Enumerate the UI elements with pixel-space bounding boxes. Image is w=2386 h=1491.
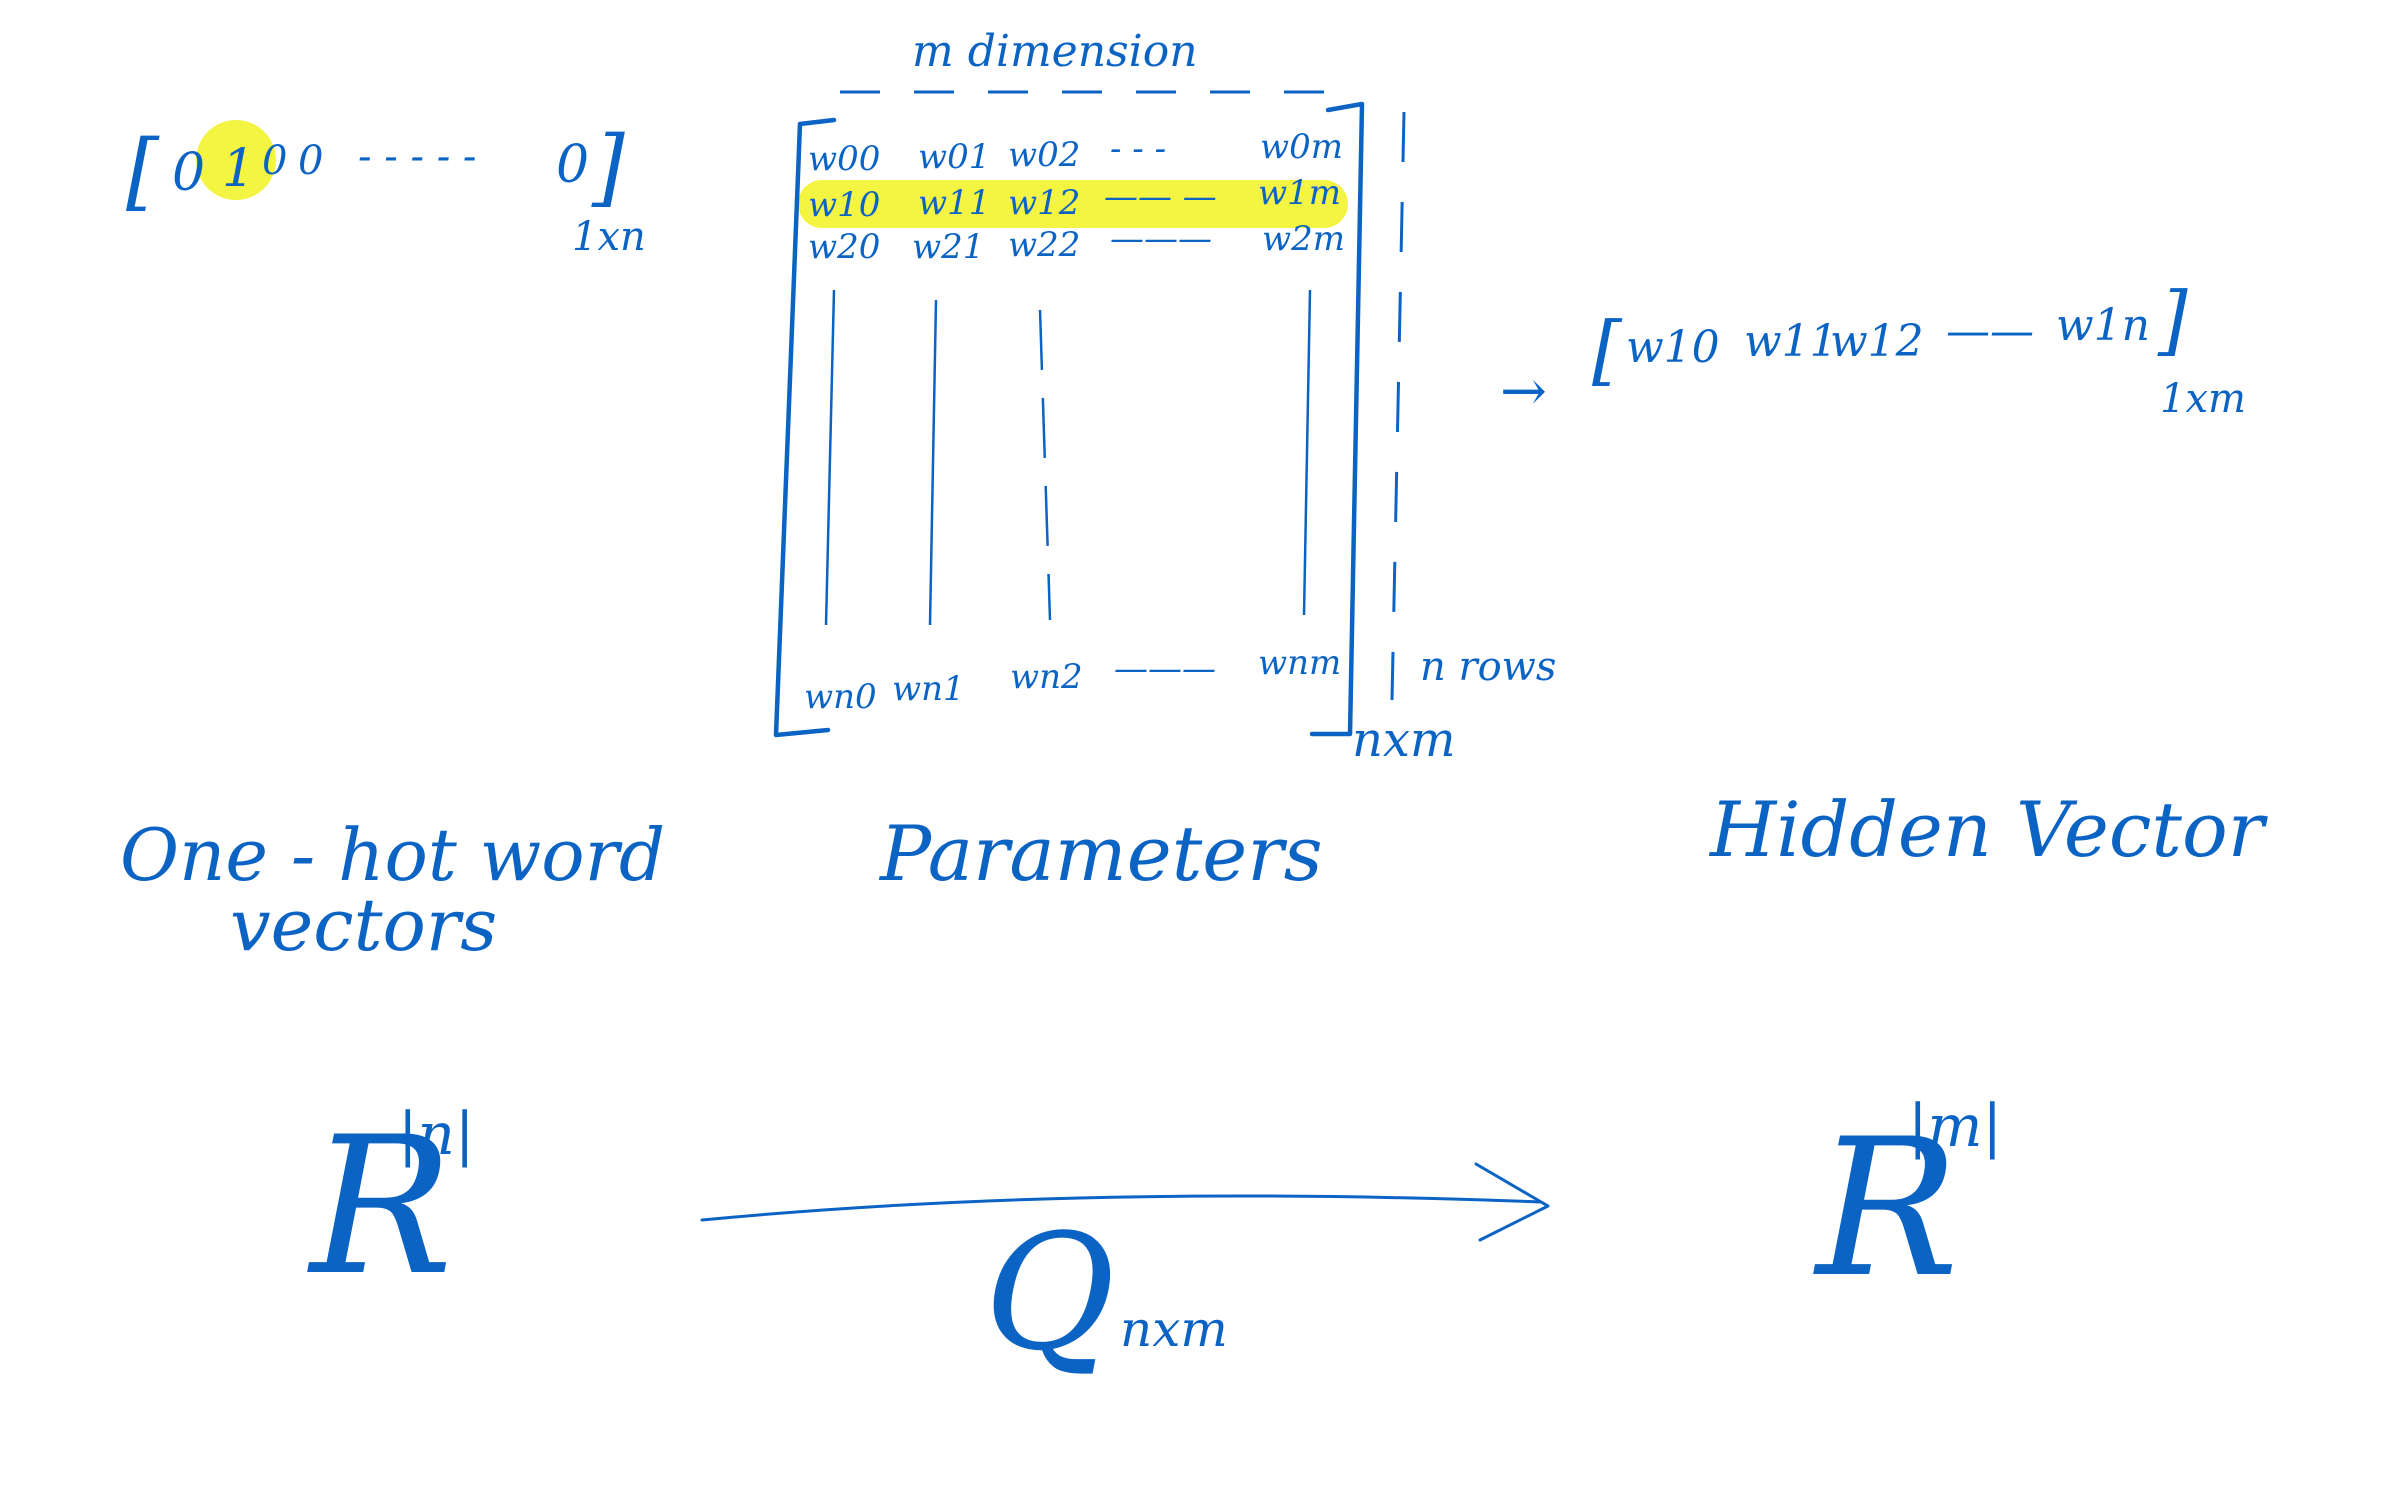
matrix-highlighted-row-marker (798, 180, 1348, 228)
matrix-row-2: w20 w21 w22 ——— w2m (808, 219, 1345, 267)
codomain-space-symbol: R (1813, 1098, 1959, 1319)
hidden-vector: → [ w10 w11 w12 —— w1n ] 1xm (1500, 275, 2246, 424)
matrix-rows-label: n rows (1420, 644, 1556, 690)
one-hot-label-line1: One - hot word (120, 813, 665, 897)
parameters-label: Parameters (878, 809, 1323, 898)
mapping-equation: R |n| Q nxm R |m| (307, 1092, 2002, 1386)
one-hot-open-bracket: [ (126, 122, 160, 220)
hidden-cell: w12 (1830, 316, 1924, 367)
matrix-column-lines (824, 289, 1312, 626)
hidden-arrow: → (1500, 359, 1547, 424)
one-hot-last-value: 0 (556, 135, 589, 195)
matrix-row-dash: ——— (1114, 649, 1216, 689)
mapping-arrow-shaft (700, 1194, 1542, 1222)
one-hot-value-0: 0 (172, 143, 205, 203)
matrix-cell: w2m (1262, 219, 1345, 259)
matrix-row-dash: - - - (1110, 129, 1166, 169)
one-hot-ellipsis: - - - - - (358, 134, 476, 180)
matrix-cell: w20 (808, 227, 880, 267)
matrix-shape-label: nxm (1352, 712, 1456, 768)
matrix-row-dash: —— — (1104, 177, 1217, 217)
matrix-cell: w01 (918, 137, 990, 177)
hidden-cell: w11 (1744, 316, 1838, 367)
one-hot-value-3: 0 (298, 138, 323, 184)
matrix-row-dash: ——— (1110, 219, 1212, 259)
parameter-matrix: m dimension w00 w01 w02 - - - w0m w10 (773, 26, 1556, 768)
matrix-cell: w11 (918, 183, 990, 223)
mapping-function-subscript: nxm (1120, 1300, 1228, 1358)
matrix-cell: w10 (808, 185, 880, 225)
matrix-cell: w21 (912, 227, 984, 267)
one-hot-vector: [ 0 1 0 0 - - - - - 0 ] 1xn (126, 118, 646, 260)
matrix-row-0: w00 w01 w02 - - - w0m (808, 127, 1343, 179)
hidden-close-bracket: ] (2157, 275, 2188, 364)
domain-space-exponent: |n| (398, 1100, 474, 1168)
matrix-cell: wn2 (1010, 657, 1083, 697)
one-hot-value-2: 0 (262, 138, 287, 184)
matrix-right-bracket (1309, 101, 1365, 737)
matrix-row-1: w10 w11 w12 —— — w1m (808, 173, 1341, 225)
matrix-cell: w02 (1008, 135, 1080, 175)
matrix-row-count-dashed-line (1390, 111, 1406, 701)
hidden-vector-label: Hidden Vector (1708, 785, 2269, 874)
matrix-cell: w00 (808, 139, 880, 179)
one-hot-shape-label: 1xn (572, 214, 646, 260)
matrix-left-bracket (773, 117, 837, 738)
matrix-cell: w12 (1008, 183, 1080, 223)
one-hot-highlight-marker (196, 120, 276, 200)
mapping-function-symbol: Q (984, 1199, 1115, 1386)
matrix-cell: wn1 (892, 669, 965, 709)
matrix-last-row: wn0 wn1 wn2 ——— wnm (804, 643, 1341, 717)
matrix-cell: w0m (1260, 127, 1343, 167)
one-hot-label-line2: vectors (230, 883, 497, 967)
hidden-dash: —— (1946, 306, 2034, 357)
hidden-cell: w10 (1626, 322, 1720, 373)
matrix-cell: w1m (1258, 173, 1341, 213)
hidden-shape-label: 1xm (2160, 376, 2246, 422)
one-hot-value-1: 1 (222, 139, 255, 199)
one-hot-close-bracket: ] (591, 118, 625, 216)
hidden-last-cell: w1n (2056, 300, 2150, 351)
domain-space-symbol: R (307, 1096, 453, 1317)
matrix-cell: w22 (1008, 225, 1080, 265)
mapping-arrow-head (1474, 1162, 1550, 1242)
hidden-open-bracket: [ (1592, 305, 1623, 394)
codomain-space-exponent: |m| (1908, 1092, 2002, 1160)
matrix-cell: wnm (1258, 643, 1341, 683)
matrix-top-label: m dimension (912, 26, 1198, 77)
matrix-cell: wn0 (804, 677, 877, 717)
